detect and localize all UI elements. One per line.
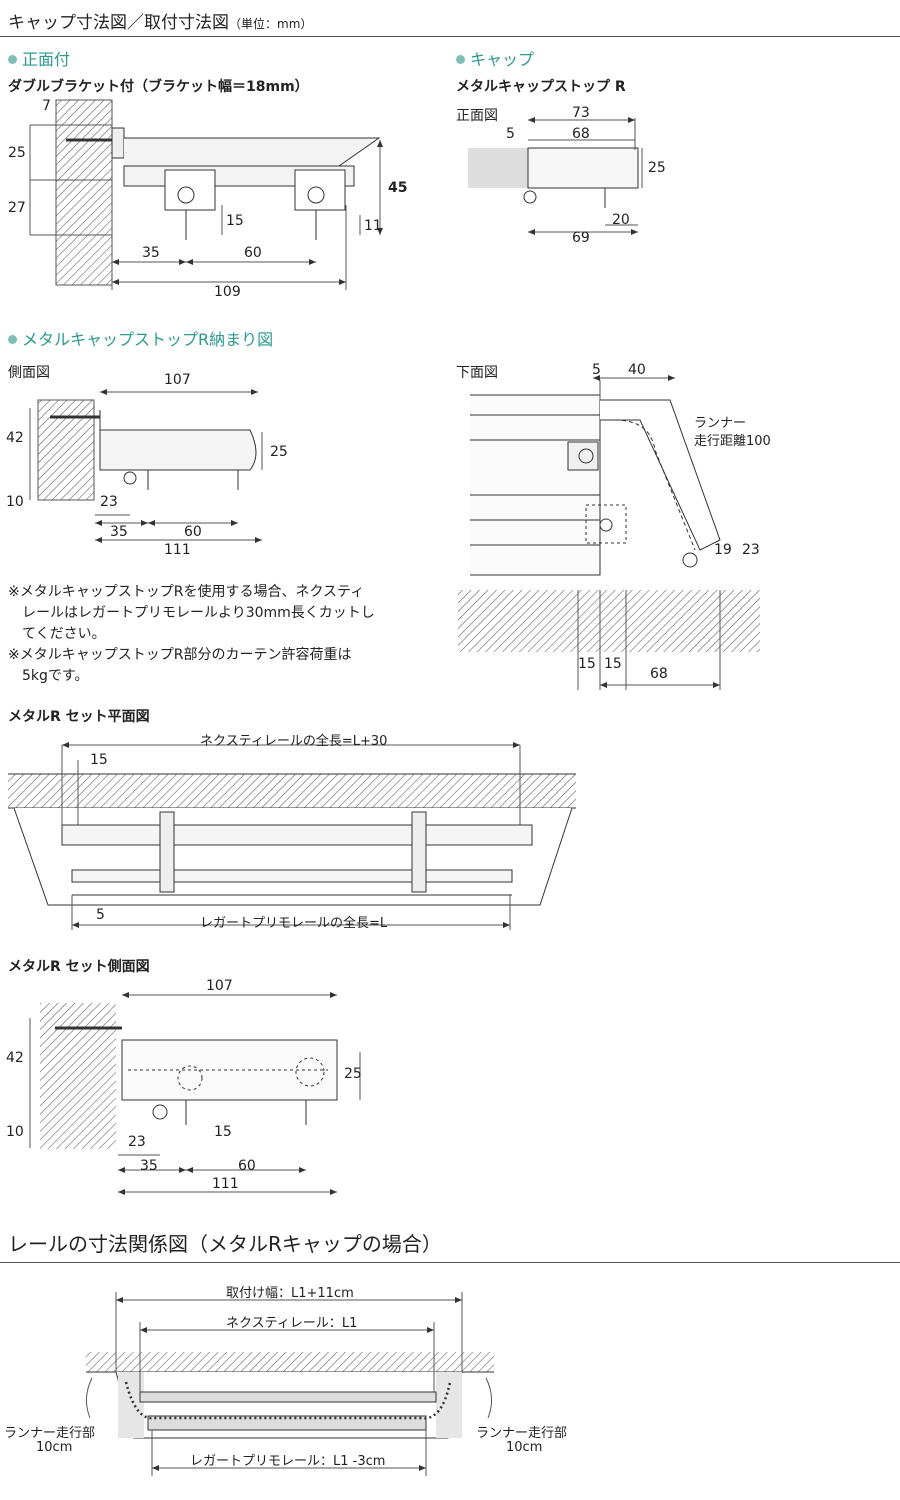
dim-label: 60	[238, 1158, 256, 1174]
side-view-label: 側面図	[8, 365, 50, 381]
dim-label: 42	[6, 1050, 24, 1066]
relation-drawing	[86, 1292, 494, 1476]
dim-label: 68	[572, 126, 590, 142]
dim-label: 68	[650, 666, 668, 682]
dim-label: 69	[572, 230, 590, 246]
front-mount-heading-text: 正面付	[22, 50, 71, 69]
plan-heading: メタルR セット平面図	[8, 709, 150, 725]
dim-label: 15	[604, 656, 622, 672]
dim-label: 11	[364, 218, 382, 234]
wall-hatch	[55, 99, 113, 286]
runner-left-label-2: 10cm	[36, 1440, 73, 1455]
dim-label: 10	[6, 494, 24, 510]
dim-label: 10	[6, 1124, 24, 1140]
legato-label: レガートプリモレール：L1 -3cm	[190, 1454, 386, 1469]
note-line: てください。	[8, 626, 106, 642]
bottom-view-label: 下面図	[456, 365, 498, 381]
set-plan-drawing	[8, 742, 576, 930]
note-line: ※メタルキャップストップRを使用する場合、ネクスティ	[8, 584, 365, 600]
dim-label: 25	[344, 1066, 362, 1082]
dim-label: 25	[648, 160, 666, 176]
dim-label: 15	[214, 1124, 232, 1140]
dim-label: 19	[714, 542, 732, 558]
dim-label: 42	[6, 430, 24, 446]
dim-label: 35	[110, 524, 128, 540]
fit-bottom-drawing	[458, 375, 760, 690]
note-line: 5kgです。	[8, 668, 89, 684]
nexty-label: ネクスティレール：L1	[226, 1316, 358, 1331]
fit-heading-text: メタルキャップストップR納まり図	[22, 330, 274, 349]
dim-label: 15	[226, 213, 244, 229]
dim-label: 73	[572, 105, 590, 121]
dim-label: 15	[578, 656, 596, 672]
fit-heading: メタルキャップストップR納まり図	[8, 326, 273, 350]
unit-note: （単位：mm）	[229, 17, 313, 31]
dim-label: 60	[244, 245, 262, 261]
bullet-icon	[8, 335, 17, 344]
cap-view-label: 正面図	[456, 108, 498, 124]
dim-label: 23	[100, 494, 118, 510]
dim-label: 25	[8, 145, 26, 161]
dim-label: 40	[628, 362, 646, 378]
bullet-icon	[8, 55, 17, 64]
bullet-icon	[456, 55, 465, 64]
dim-label: 45	[388, 180, 408, 196]
note-line: ※メタルキャップストップR部分のカーテン許容荷重は	[8, 647, 352, 663]
front-mount-subheading: ダブルブラケット付（ブラケット幅＝18mm）	[8, 79, 309, 95]
fit-side-drawing	[29, 389, 263, 543]
cap-front-drawing	[468, 117, 643, 235]
dim-label: 107	[164, 372, 191, 388]
dim-label: 15	[90, 752, 108, 768]
dim-label: 60	[184, 524, 202, 540]
dim-label: 23	[742, 542, 760, 558]
relation-divider	[0, 1262, 900, 1263]
dim-label: 5	[592, 362, 601, 378]
cap-heading-text: キャップ	[470, 50, 535, 69]
dim-label: 7	[42, 98, 51, 114]
mount-width-label: 取付け幅：L1+11cm	[226, 1286, 354, 1301]
title-divider	[0, 36, 900, 37]
runner-left-label-1: ランナー走行部	[4, 1426, 96, 1441]
runner-label-2: 走行距離100	[694, 434, 771, 449]
cap-subheading: メタルキャップストップ R	[456, 79, 626, 95]
note-line: レールはレガートプリモレールより30mm長くカットし	[8, 605, 375, 621]
set-side-heading: メタルR セット側面図	[8, 959, 150, 975]
notes-block: ※メタルキャップストップRを使用する場合、ネクスティ レールはレガートプリモレー…	[8, 582, 375, 687]
cap-heading: キャップ	[456, 46, 534, 70]
dim-label: 35	[142, 245, 160, 261]
dim-label: 111	[164, 542, 191, 558]
page-title: キャップ寸法図／取付寸法図（単位：mm）	[8, 8, 312, 33]
dim-label: 5	[506, 126, 515, 142]
dim-label: 35	[140, 1158, 158, 1174]
dim-label: 107	[206, 978, 233, 994]
front-mount-drawing	[29, 99, 383, 290]
dim-label: 109	[214, 284, 241, 300]
dim-label: 25	[270, 444, 288, 460]
dim-label: 27	[8, 200, 26, 216]
set-side-drawing	[29, 992, 361, 1195]
front-mount-heading: 正面付	[8, 46, 70, 70]
page-title-text: キャップ寸法図／取付寸法図	[8, 13, 229, 33]
runner-label-1: ランナー	[694, 416, 747, 431]
relation-heading: レールの寸法関係図（メタルRキャップの場合）	[8, 1232, 442, 1256]
dim-label: 20	[612, 212, 630, 228]
runner-right-label-1: ランナー走行部	[476, 1426, 568, 1441]
dim-label: 5	[96, 907, 105, 923]
dim-label: 111	[212, 1176, 239, 1192]
dim-label: 23	[128, 1134, 146, 1150]
nexty-length-label: ネクスティレールの全長=L+30	[200, 734, 388, 749]
runner-right-label-2: 10cm	[506, 1440, 543, 1455]
legato-length-label: レガートプリモレールの全長=L	[200, 916, 388, 931]
